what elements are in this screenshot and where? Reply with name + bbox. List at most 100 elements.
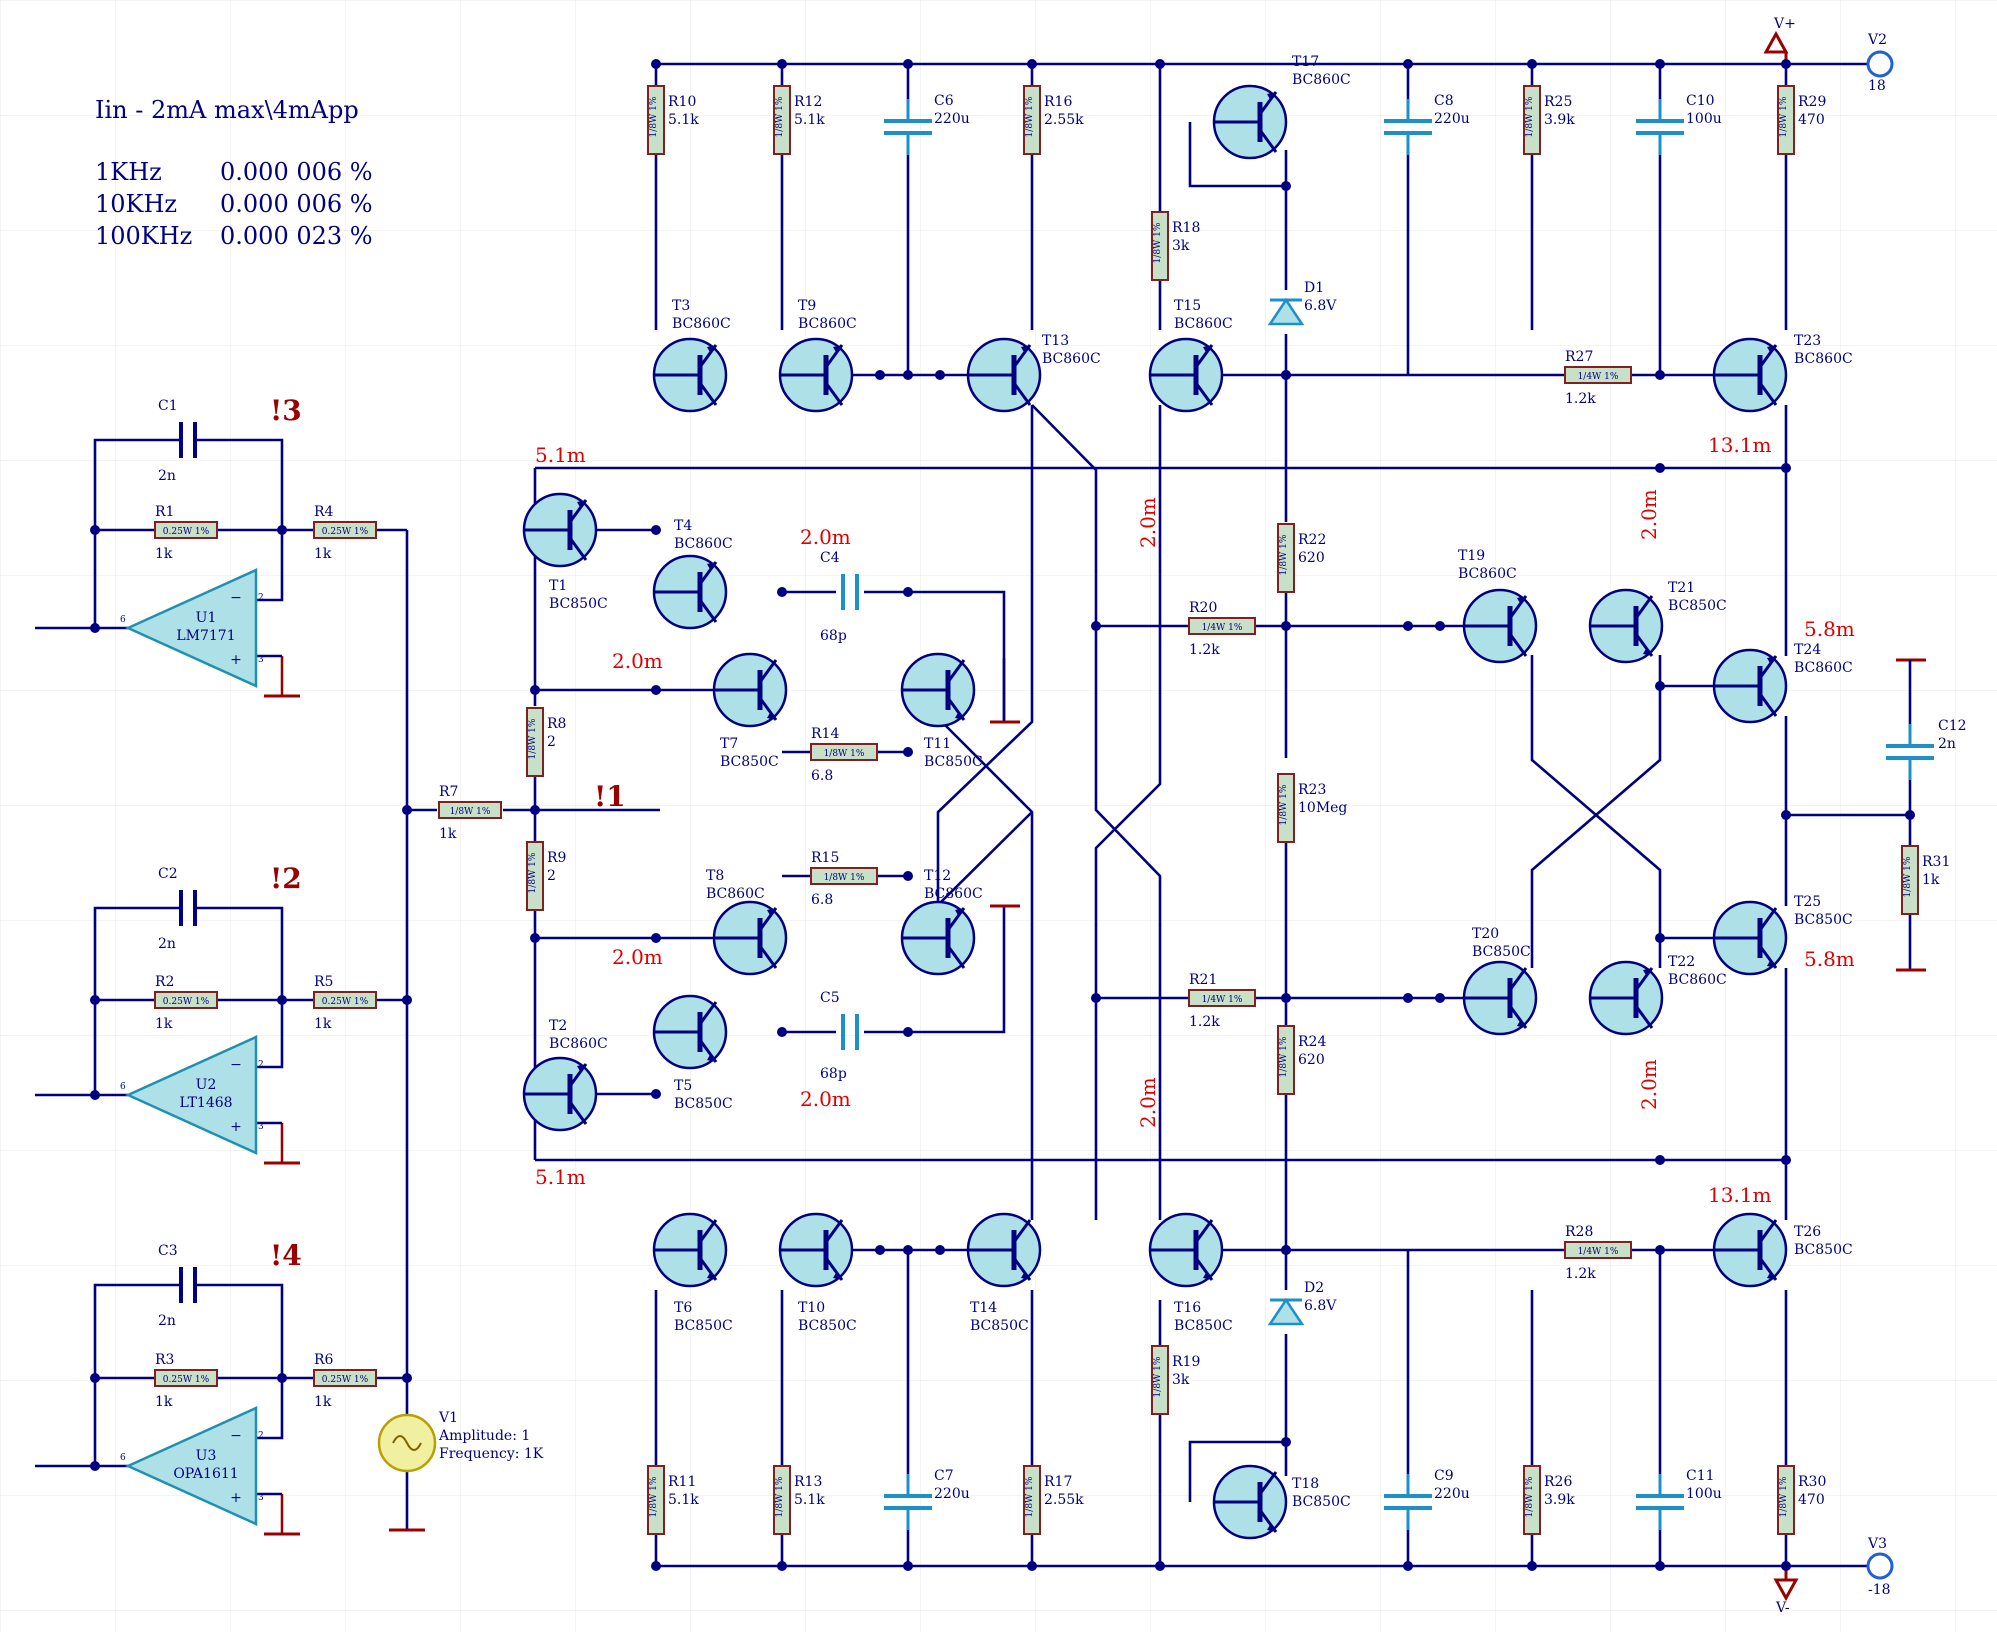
transistor-emitter <box>1258 129 1278 153</box>
transistor-ref: T19 <box>1458 548 1485 564</box>
junction-dot <box>651 525 661 535</box>
transistor-part: BC850C <box>1292 1494 1351 1510</box>
transistor-emitter <box>946 945 966 969</box>
transistor-arrow <box>1767 656 1776 665</box>
resistor-body <box>1151 1345 1169 1415</box>
resistor-rating: 1/8W 1% <box>649 96 659 137</box>
resistor-ref: R19 <box>1172 1354 1200 1370</box>
resistor-rating: 0.25W 1% <box>322 1375 369 1385</box>
diode-ref: D1 <box>1304 280 1324 296</box>
opamp-pin: 6 <box>120 1453 126 1463</box>
resistor-value: 1k <box>439 826 457 842</box>
loop-wire <box>1188 1440 1288 1502</box>
v2-label: V2 <box>1867 32 1887 48</box>
resistor-value: 6.8 <box>811 768 833 784</box>
resistor-value: 1k <box>155 1016 173 1032</box>
resistor-body <box>526 707 544 777</box>
vminus-label: V- <box>1775 1600 1790 1616</box>
inverting-input-wire <box>256 530 284 602</box>
vplus-arrow <box>1763 30 1789 54</box>
resistor-body <box>1023 1465 1041 1535</box>
diode-value: 6.8V <box>1304 1298 1337 1314</box>
junction-dot <box>90 1090 100 1100</box>
resistor-ref: R7 <box>439 784 458 800</box>
opamp-pin: 3 <box>258 1493 264 1503</box>
junction-dot <box>903 1245 913 1255</box>
resistor-rating: 1/8W 1% <box>824 873 865 883</box>
resistor-body <box>1523 1465 1541 1535</box>
resistor-ref: R2 <box>155 974 174 990</box>
transistor-collector <box>1758 907 1778 931</box>
source-amplitude: Amplitude: 1 <box>438 1428 530 1444</box>
diode-ref: D2 <box>1304 1280 1324 1296</box>
transistor-emitter <box>1634 1005 1654 1029</box>
transistor-ref: T7 <box>720 736 738 752</box>
resistor-r8: 1/8W 1%R82 <box>526 707 566 777</box>
opamp-ref: U1 <box>196 610 217 626</box>
transistor-emitter <box>568 1101 588 1125</box>
resistor-value: 1k <box>314 1016 332 1032</box>
transistor-emitter <box>698 382 718 406</box>
cap-value: 68p <box>820 628 847 644</box>
transistor-ref: T1 <box>549 578 567 594</box>
cap-ref: C10 <box>1686 93 1715 109</box>
resistor-value: 1k <box>155 546 173 562</box>
resistor-body <box>313 991 377 1009</box>
transistor-arrow <box>1203 1271 1212 1280</box>
opamp-body <box>124 1035 258 1155</box>
resistor-ref: R17 <box>1044 1474 1072 1490</box>
junction-dot <box>277 995 287 1005</box>
junction-dot <box>1781 59 1791 69</box>
junction-dot <box>903 1561 913 1571</box>
opamp-pin: 6 <box>120 1082 126 1092</box>
inverting-input-wire <box>256 1378 284 1440</box>
current-label: 5.8m <box>1804 617 1855 641</box>
transistor-arrow <box>955 908 964 917</box>
junction-dot <box>1655 1245 1665 1255</box>
current-label: 2.0m <box>1637 489 1661 540</box>
cap-ref: C9 <box>1434 1468 1454 1484</box>
transistor-arrow <box>1767 959 1776 968</box>
junction-dot <box>90 1461 100 1471</box>
resistor-value: 5.1k <box>668 112 699 128</box>
transistor-part: BC850C <box>1472 944 1531 960</box>
probe-label: !2 <box>270 862 302 895</box>
transistor-arrow <box>1643 647 1652 656</box>
resistor-body <box>810 743 878 761</box>
feedback-wire <box>93 1283 180 1466</box>
notes-thd-3: 0.000 023 % <box>220 222 373 250</box>
current-label: 2.0m <box>1637 1059 1661 1110</box>
junction-dot <box>1027 59 1037 69</box>
opamp-plus: + <box>230 1490 242 1506</box>
notes-title: Iin - 2mA max\4mApp <box>95 96 359 124</box>
current-label: 2.0m <box>612 945 663 969</box>
transistor-ref: T25 <box>1794 894 1821 910</box>
resistor-rating: 1/8W 1% <box>528 852 538 893</box>
resistor-rating: 1/8W 1% <box>450 807 491 817</box>
transistor-emitter <box>758 945 778 969</box>
resistor-rating: 1/8W 1% <box>1025 1476 1035 1517</box>
resistor-value: 10Meg <box>1298 800 1347 816</box>
cap-ref: C3 <box>158 1243 178 1259</box>
resistor-value: 2 <box>547 868 556 884</box>
resistor-value: 1k <box>314 546 332 562</box>
resistor-body <box>1564 366 1632 384</box>
transistor-emitter <box>1194 382 1214 406</box>
